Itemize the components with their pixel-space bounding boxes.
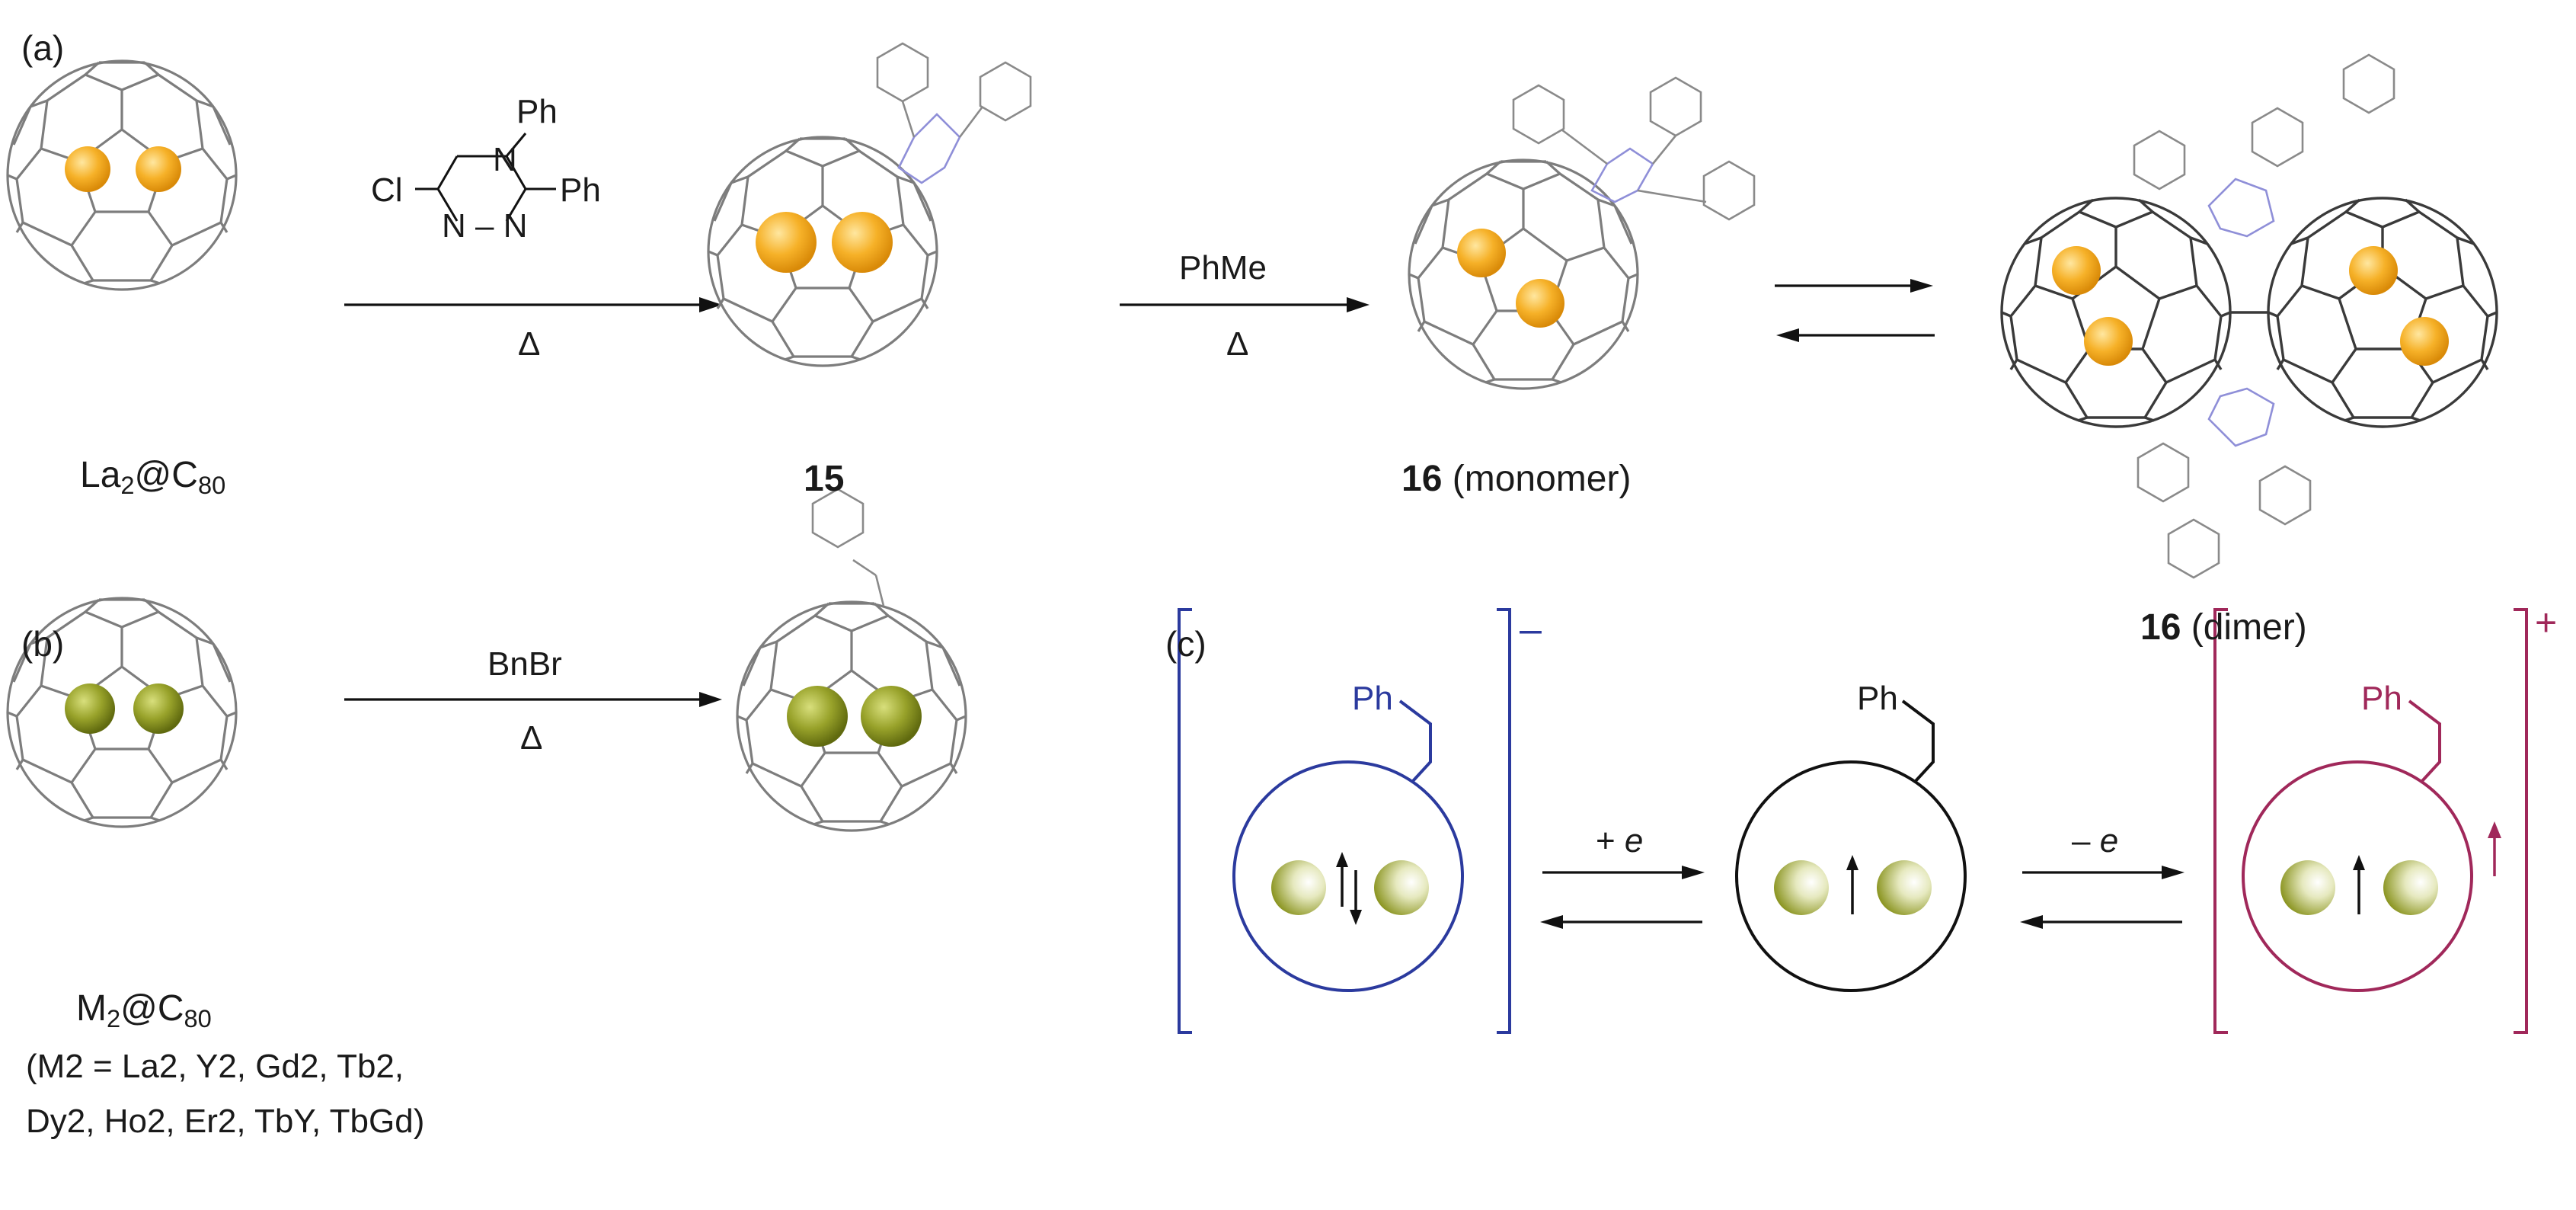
- equilibrium-arrows-a: [1775, 279, 1935, 342]
- metal-atom-icon: [1374, 860, 1429, 915]
- compound-16-monomer-cage-icon: [1408, 158, 1639, 390]
- spin-pair-arrow-icon: [1336, 852, 1362, 925]
- compound-16-dimer-cage-right-icon: [2267, 197, 2498, 428]
- panel-label-a: (a): [21, 28, 65, 68]
- la-atom-icon: [2349, 246, 2398, 295]
- compound-16-dimer-label: 16 (dimer): [2140, 607, 2307, 648]
- radical-spin-arrow-icon: [2488, 821, 2501, 876]
- compound-16-monomer-label: 16 (monomer): [1401, 459, 1632, 499]
- heat-symbol-2: Δ: [1226, 325, 1249, 363]
- la-atom-icon: [1457, 229, 1506, 277]
- bnbr-label: BnBr: [487, 645, 562, 683]
- compound-16-dimer-linker: [2133, 53, 2395, 579]
- reaction-arrow-2: [1120, 297, 1369, 312]
- anion-sphere-icon: [1232, 699, 1464, 992]
- reduction-label: + e: [1596, 822, 1644, 859]
- cation-ph-label: Ph: [2361, 680, 2402, 717]
- benzyl-adduct-cage-icon: [736, 600, 967, 832]
- compound-16-dimer-cage-left-icon: [2000, 197, 2232, 428]
- la-atom-icon: [2084, 317, 2133, 366]
- metal-atom-icon: [65, 683, 115, 734]
- metal-atom-icon: [2383, 860, 2438, 915]
- la-atom-icon: [832, 212, 893, 273]
- oxidation-equilibrium-arrows: [2020, 866, 2184, 929]
- spin-arrow-icon: [1846, 855, 1858, 914]
- neutral-sphere-icon: [1735, 699, 1967, 992]
- la-atom-icon: [2400, 317, 2449, 366]
- compound-15-label: 15: [804, 459, 845, 499]
- anion-charge: –: [1520, 607, 1542, 651]
- triazine-ph-top: Ph: [516, 93, 558, 130]
- cation-charge: +: [2535, 601, 2558, 644]
- la2c80-cage-icon: [6, 59, 238, 291]
- compound-15-cage-icon: [707, 136, 938, 367]
- oxidation-label: – e: [2072, 822, 2119, 859]
- benzyl-substituent: [811, 488, 885, 607]
- la-atom-icon: [1516, 279, 1564, 328]
- compound-16-monomer-substituent: [1512, 76, 1756, 221]
- anion-bracket: [1178, 608, 1511, 1034]
- spin-arrow-icon: [2353, 855, 2365, 914]
- reaction-arrow-b: [344, 692, 722, 707]
- metal-atom-icon: [1877, 860, 1932, 915]
- triazine-ph-right: Ph: [560, 171, 601, 209]
- metal-atom-icon: [1774, 860, 1829, 915]
- triazine-n-top: N: [493, 141, 517, 178]
- triazine-ring-icon: [415, 133, 556, 222]
- cation-sphere-icon: [2242, 699, 2501, 992]
- metal-atom-icon: [787, 686, 848, 747]
- la2c80-label: La2@C80: [80, 455, 226, 500]
- panel-label-c: (c): [1165, 624, 1207, 664]
- heat-symbol-1: Δ: [518, 325, 541, 363]
- metal-atom-icon: [2280, 860, 2335, 915]
- metal-list-line-1: (M2 = La2, Y2, Gd2, Tb2,: [26, 1048, 404, 1085]
- la-atom-icon: [136, 146, 181, 192]
- la-atom-icon: [65, 146, 110, 192]
- compound-15-substituent: [876, 42, 1032, 184]
- metal-list-line-2: Dy2, Ho2, Er2, TbY, TbGd): [26, 1103, 425, 1140]
- la-atom-icon: [756, 212, 817, 273]
- metal-atom-icon: [133, 683, 184, 734]
- panel-label-b: (b): [21, 624, 65, 664]
- cation-bracket: [2213, 608, 2528, 1034]
- triazine-n-bottom: N – N: [442, 207, 528, 245]
- anion-ph-label: Ph: [1352, 680, 1393, 717]
- la-atom-icon: [2052, 246, 2101, 295]
- reduction-equilibrium-arrows: [1540, 866, 1705, 929]
- triazine-cl: Cl: [371, 171, 403, 209]
- metal-atom-icon: [861, 686, 922, 747]
- m2c80-label: M2@C80: [76, 988, 212, 1033]
- reaction-arrow-1: [344, 297, 722, 312]
- neutral-ph-label: Ph: [1857, 680, 1898, 717]
- m2c80-cage-icon: [6, 597, 238, 828]
- solvent-label: PhMe: [1179, 249, 1267, 286]
- metal-atom-icon: [1271, 860, 1326, 915]
- heat-symbol-3: Δ: [520, 719, 543, 757]
